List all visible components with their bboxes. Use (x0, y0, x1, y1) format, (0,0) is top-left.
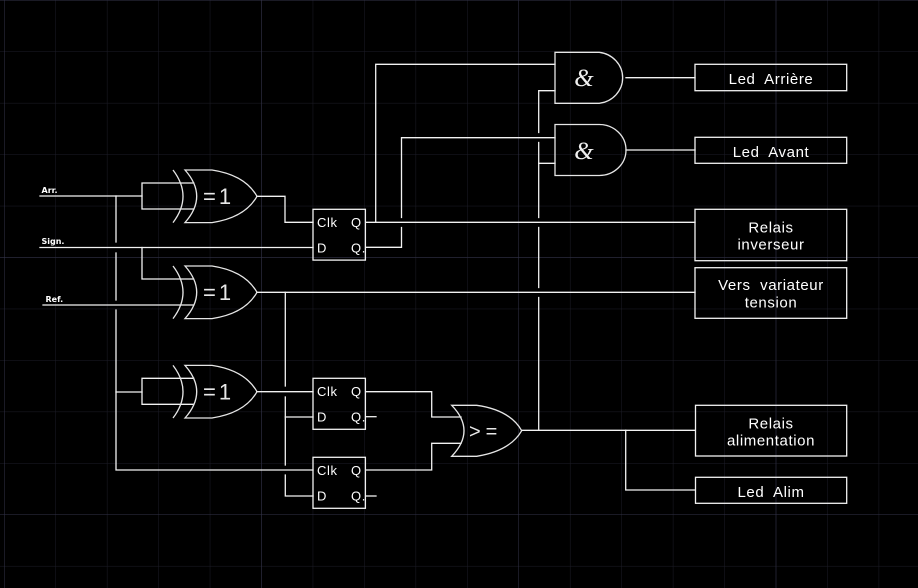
output-label: Led Arrière (729, 71, 814, 88)
output-led-avant[interactable]: Led Avant (694, 136, 848, 164)
output-led-arriere[interactable]: Led Arrière (694, 63, 848, 92)
output-label: Led Alim (737, 484, 804, 501)
xor-input-arc (172, 265, 184, 319)
flipflop-clk-label: Clk (317, 463, 338, 478)
output-box (694, 136, 848, 164)
output-label-line-1: Relais (748, 415, 793, 432)
output-box (694, 208, 848, 262)
output-label: Led Avant (733, 144, 810, 161)
xor-symbol: =1 (203, 280, 234, 305)
xor-body (183, 169, 258, 224)
flipflop-q-label: Q (351, 463, 362, 478)
wires (39, 63, 696, 497)
output-box (694, 476, 848, 504)
wire-sign-to-xor2 (141, 246, 195, 280)
and-symbol: & (574, 65, 594, 92)
wire-ff2-q (365, 391, 462, 418)
flipflop-q-label: Q (351, 215, 362, 230)
xor-input-arc (172, 169, 184, 223)
output-box (694, 404, 848, 457)
wire-xor1-out (256, 195, 314, 223)
xor-input-arc (172, 365, 184, 419)
flipflop-clk-label: Clk (317, 384, 338, 399)
wire-arr-bus-3 (115, 309, 314, 471)
or-symbol: >= (469, 421, 502, 443)
xor-gate-2[interactable]: =1 (172, 265, 258, 320)
input-label-arr: Arr. (42, 186, 58, 195)
or-body (450, 404, 523, 457)
wire-enable-bus-4 (538, 90, 556, 134)
flipflop-3[interactable]: Clk Q D Q. (312, 456, 367, 509)
flipflop-q-label: Q (351, 384, 362, 399)
flipflop-1[interactable]: Clk Q D Q. (312, 208, 367, 261)
flipflop-qbar-label: Q. (351, 409, 366, 424)
output-label-line-2: tension (745, 294, 798, 311)
output-label-line-2: inverseur (737, 236, 804, 253)
flipflop-box (312, 208, 367, 261)
xor-symbol: =1 (203, 184, 234, 209)
wire-or-to-led-alim (625, 429, 696, 491)
xor-body (183, 265, 258, 320)
flipflop-clk-label: Clk (317, 215, 338, 230)
output-relais-inverseur[interactable]: Relais inverseur (694, 208, 848, 262)
flipflop-d-label: D (317, 488, 327, 503)
output-relais-alimentation[interactable]: Relais alimentation (694, 404, 848, 457)
wire-xor1-inputs (141, 182, 195, 210)
flipflop-qbar-label: Q. (351, 488, 366, 503)
flipflop-2[interactable]: Clk Q D Q. (312, 377, 367, 430)
wire-xor3-inputs (141, 377, 195, 405)
output-box (694, 267, 848, 319)
wire-ff1-qbar-1 (365, 226, 403, 248)
and-body (554, 51, 624, 104)
wire-ff1-q-to-and1 (375, 63, 556, 223)
wire-xor2-bus-3 (284, 474, 314, 497)
wire-ff3-q (365, 442, 462, 471)
flipflop-d-label: D (317, 409, 327, 424)
output-box (694, 63, 848, 92)
xor-gate-3[interactable]: =1 (172, 364, 258, 419)
and-gate-1[interactable]: & (554, 51, 624, 104)
input-label-sign: Sign. (42, 237, 65, 246)
output-label-line-1: Relais (748, 220, 793, 237)
xor-gate-1[interactable]: =1 (172, 169, 258, 224)
xor-body (183, 364, 258, 419)
xor-symbol: =1 (203, 379, 234, 404)
output-label-line-2: alimentation (727, 433, 815, 450)
output-led-alim[interactable]: Led Alim (694, 476, 848, 504)
wire-ff1-qbar-2 (400, 137, 556, 219)
flipflop-box (312, 377, 367, 430)
and-body (554, 123, 627, 177)
output-vers-variateur-tension[interactable]: Vers variateur tension (694, 267, 848, 319)
flipflop-qbar-label: Q. (351, 240, 366, 255)
input-label-ref: Ref. (46, 295, 64, 304)
flipflop-d-label: D (317, 240, 327, 255)
flipflop-box (312, 456, 367, 509)
or-gate[interactable]: >= (450, 404, 523, 457)
output-label-line-1: Vers variateur (718, 277, 824, 294)
and-symbol: & (574, 138, 594, 165)
and-gate-2[interactable]: & (554, 123, 627, 177)
